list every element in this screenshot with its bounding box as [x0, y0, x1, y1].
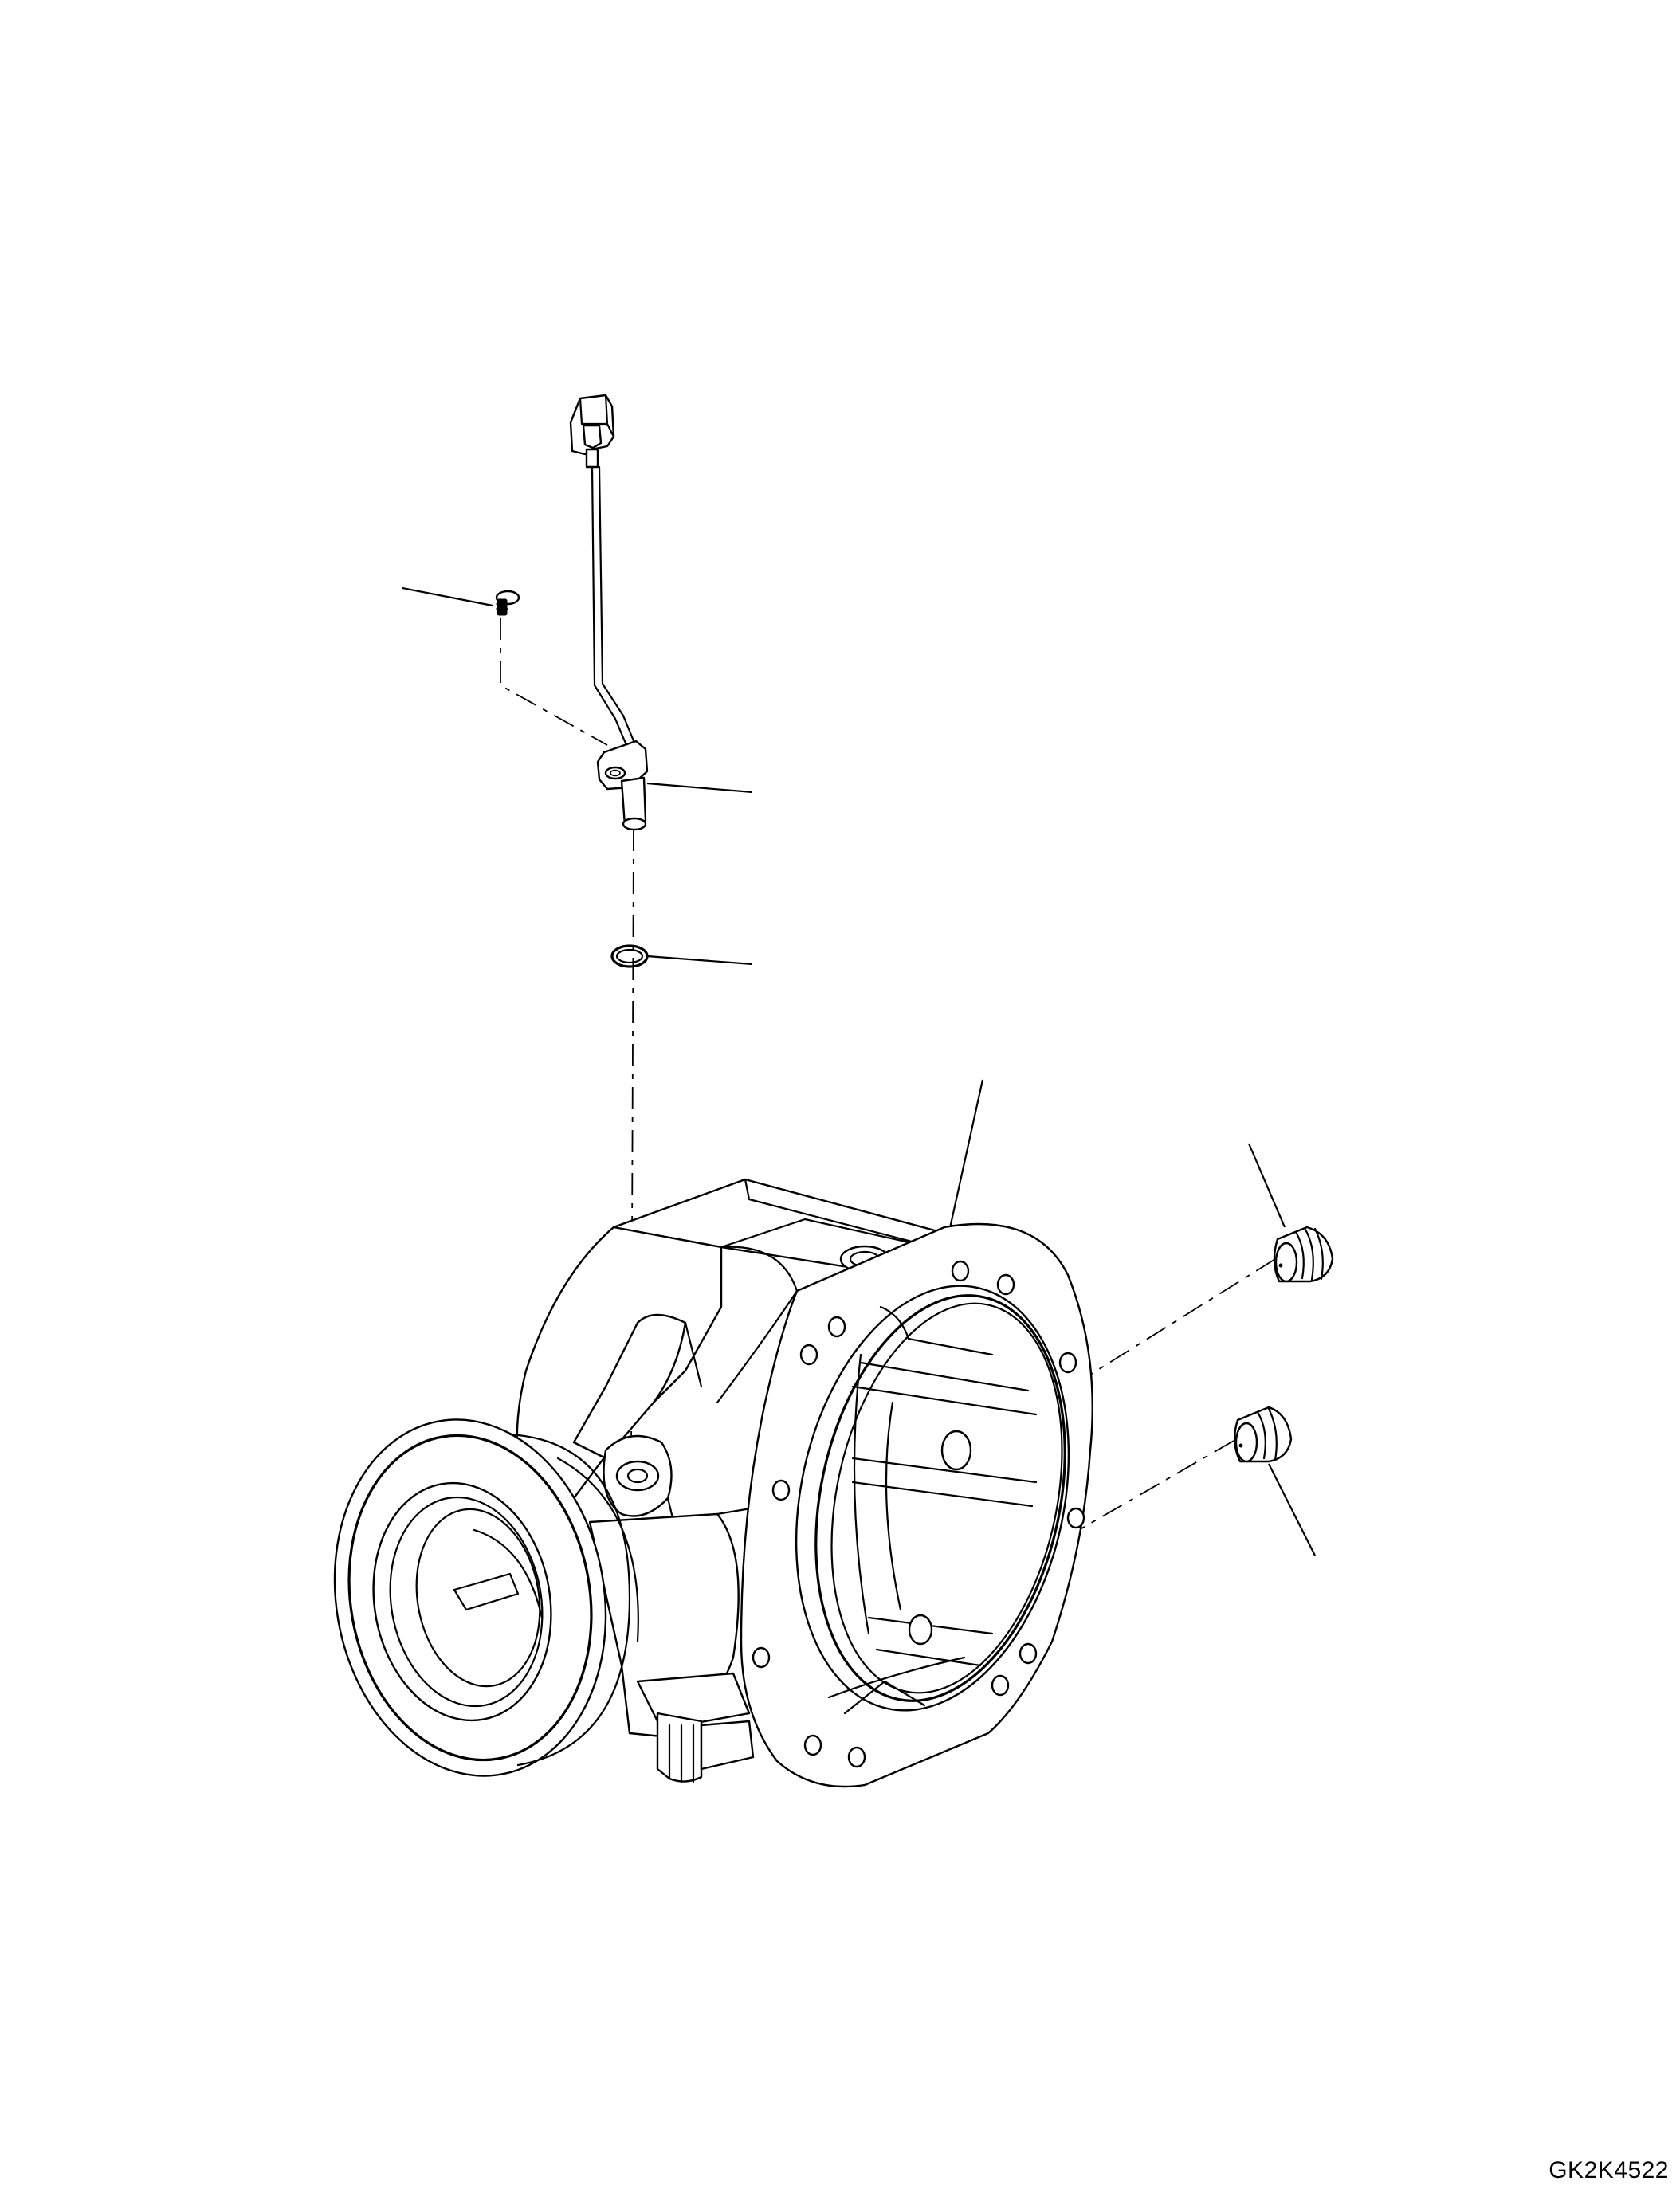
axle-housing-part — [333, 1178, 1093, 1788]
o-ring-part — [610, 944, 649, 968]
bolt-holes — [752, 1260, 1085, 1768]
drawing-code-label: GK2K4522 — [1549, 2157, 1669, 2183]
screw-part — [495, 590, 520, 616]
leader-sensor — [646, 782, 753, 794]
centerline-screw — [500, 618, 608, 746]
leader-plug-lower — [1268, 1463, 1316, 1556]
centerline-plug-lower — [1071, 1440, 1234, 1535]
plug-upper-part — [1273, 1226, 1334, 1283]
leader-lines — [402, 587, 1316, 1556]
leader-plug-upper — [1247, 1143, 1286, 1228]
leader-housing — [947, 1079, 984, 1236]
leader-screw — [402, 587, 493, 607]
leader-o-ring — [646, 955, 753, 966]
speed-sensor-part — [569, 394, 649, 831]
plug-lower-part — [1234, 1406, 1293, 1463]
